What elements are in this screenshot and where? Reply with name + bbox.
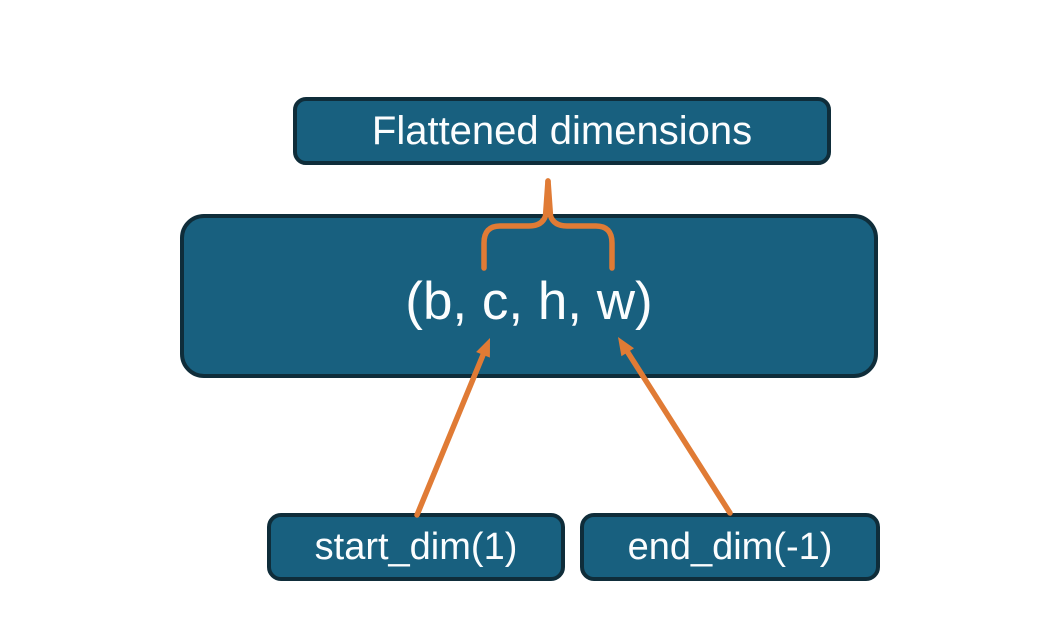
tensor-shape-label: (b, c, h, w) [405, 271, 653, 331]
start-dim-label: start_dim(1) [314, 525, 518, 568]
flattened-dimensions-box: Flattened dimensions [293, 97, 831, 165]
start-dim-box: start_dim(1) [267, 513, 565, 581]
flattened-dimensions-label: Flattened dimensions [371, 108, 753, 153]
end-dim-box: end_dim(-1) [580, 513, 880, 581]
tensor-shape-box: (b, c, h, w) [180, 214, 878, 378]
end-dim-label: end_dim(-1) [627, 525, 833, 568]
